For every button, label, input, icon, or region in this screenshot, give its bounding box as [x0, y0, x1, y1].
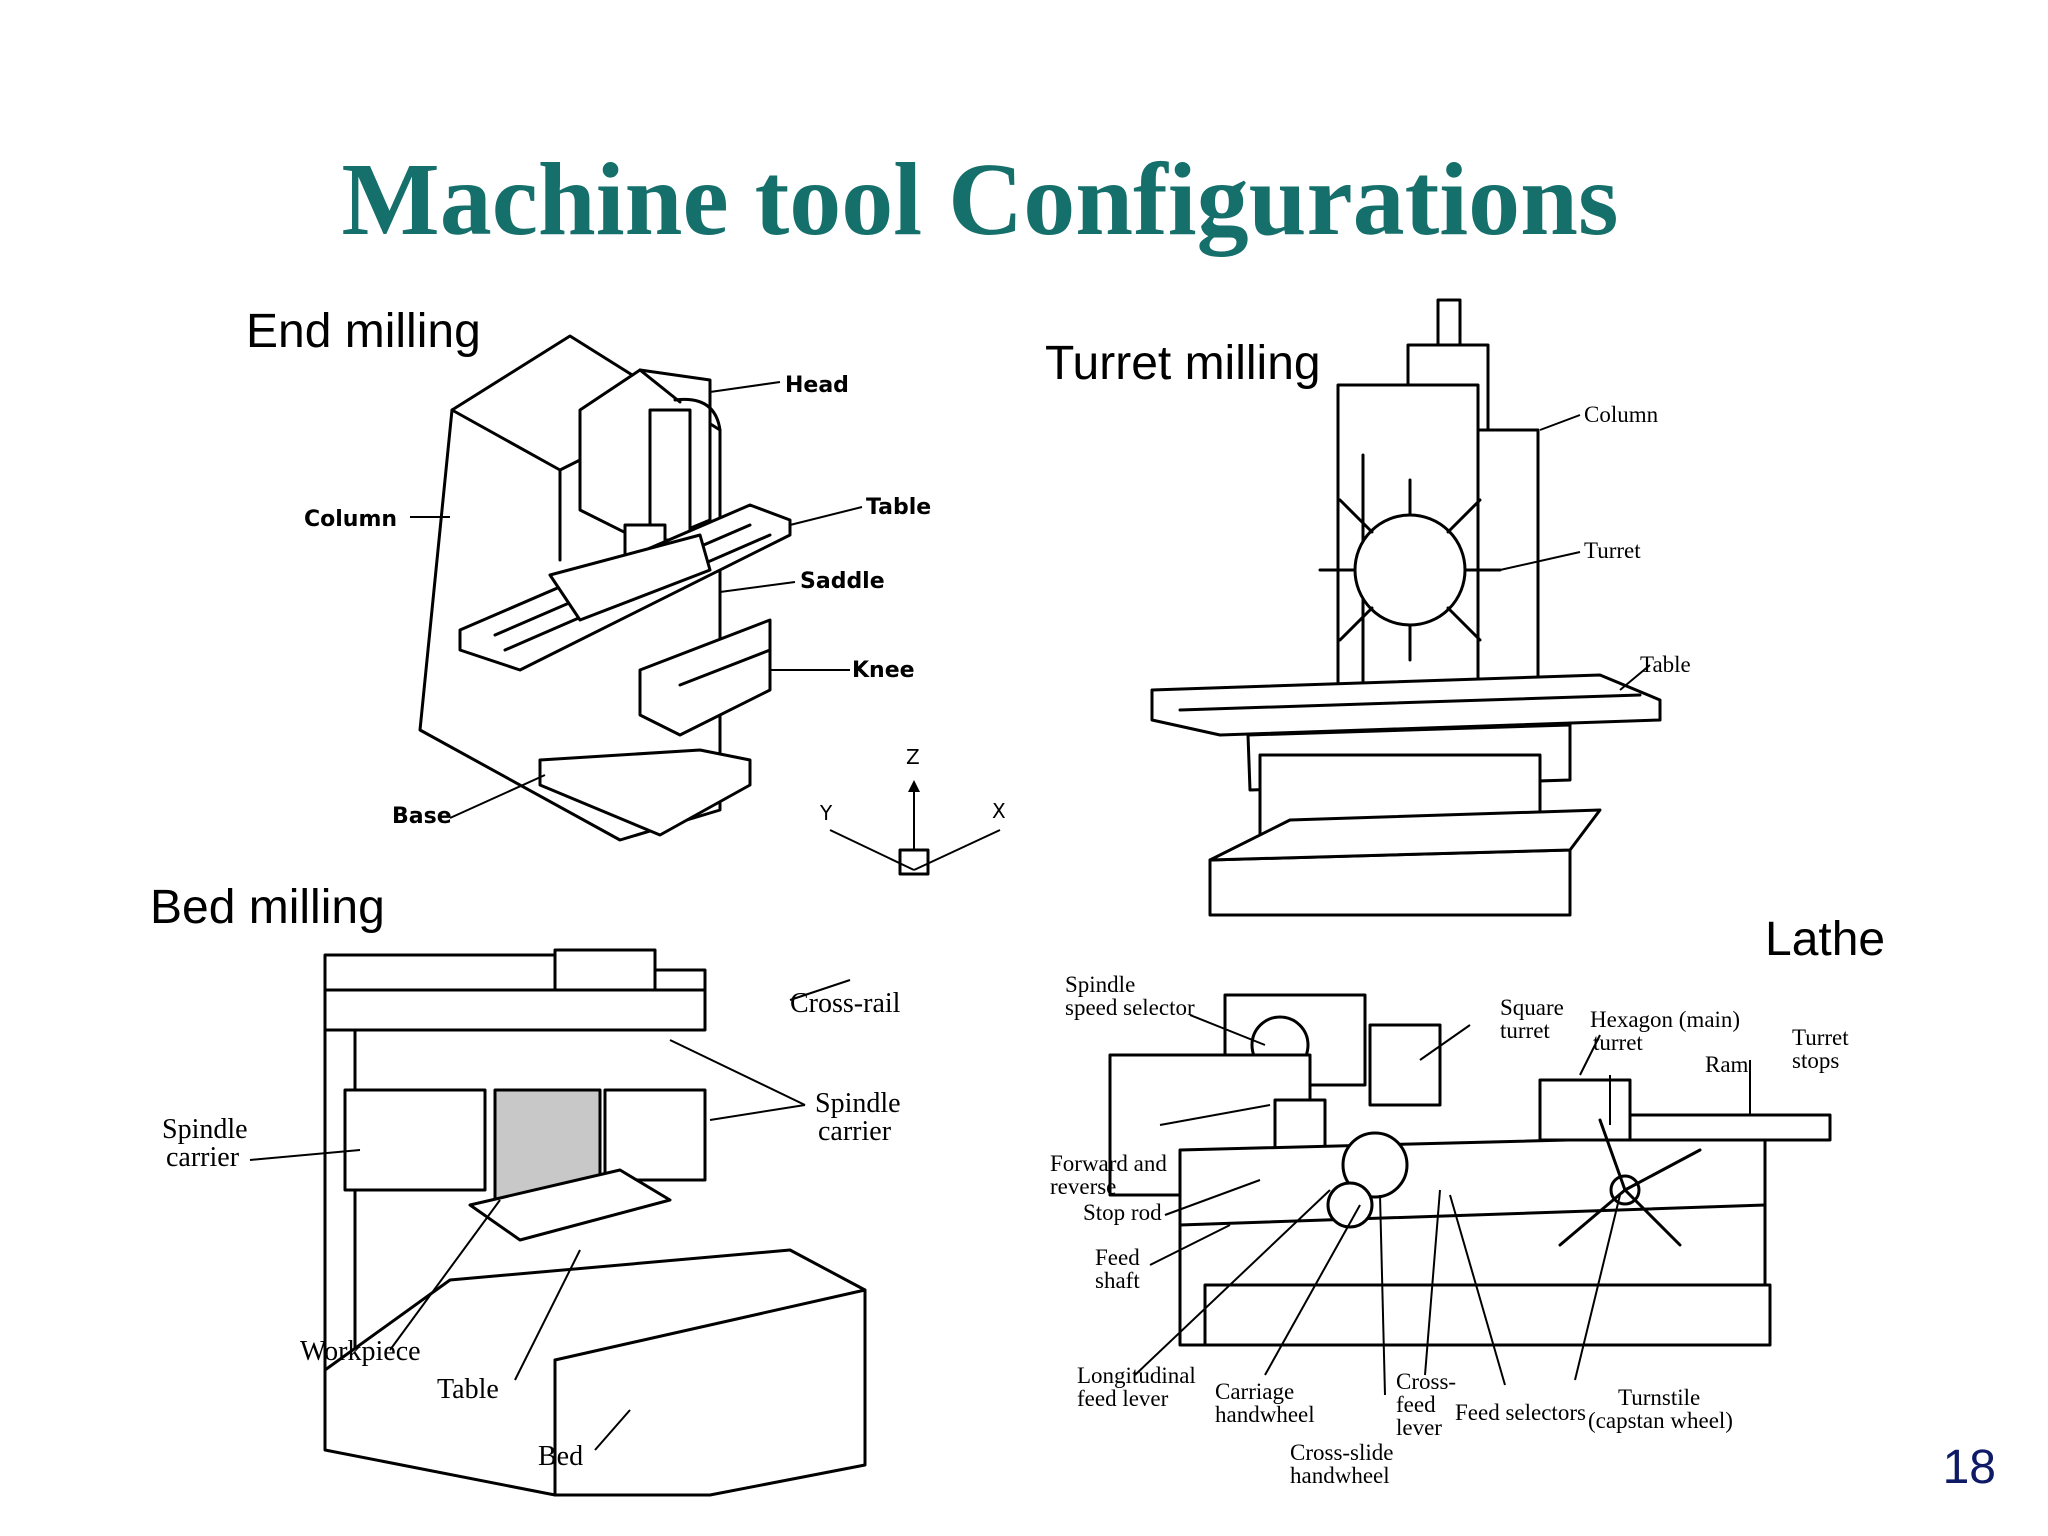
bed-milling-label: Bed milling [150, 881, 385, 934]
lathe-cross-feed-lever-label-3: lever [1396, 1415, 1442, 1440]
lathe-diagram: Spindle speed selector Square turret Hex… [1050, 972, 1849, 1488]
lathe-cross-feed-lever-label-1: Cross- [1396, 1369, 1456, 1394]
bed-milling-bed-label: Bed [538, 1441, 583, 1472]
lathe-label: Lathe [1765, 913, 1886, 966]
lathe-ram-label: Ram [1705, 1052, 1749, 1077]
bed-milling-workpiece-label: Workpiece [300, 1336, 421, 1367]
lathe-spindle-speed-selector-label-2: speed selector [1065, 995, 1195, 1020]
end-milling-label: End milling [246, 305, 481, 358]
lathe-carriage-handwheel-label-1: Carriage [1215, 1379, 1294, 1404]
lathe-forward-reverse-label-1: Forward and [1050, 1151, 1167, 1176]
end-milling-base [538, 748, 752, 837]
lathe-square-turret-label-2: turret [1500, 1018, 1550, 1043]
lathe-turnstile-label-1: Turnstile [1618, 1385, 1700, 1410]
end-milling-column-label: Column [304, 507, 397, 532]
bed-milling-spindle-carriers [343, 1088, 707, 1202]
lathe-longitudinal-feed-lever-label-2: feed lever [1077, 1386, 1169, 1411]
end-milling-diagram: Head Column Table Saddle Knee Base Z Y X [304, 334, 1006, 876]
lathe-turnstile-label-2: (capstan wheel) [1588, 1408, 1733, 1433]
lathe-carriage-handwheel [1326, 1131, 1409, 1229]
bed-milling-spindle-carrier-left-label-2: carrier [166, 1142, 240, 1173]
turret-milling-turret [1318, 478, 1502, 662]
lathe-feed-selectors-label: Feed selectors [1455, 1400, 1586, 1425]
lathe-feed-shaft-label-1: Feed [1095, 1245, 1140, 1270]
axis-x-label: X [992, 799, 1006, 823]
lathe-hexagon-turret-label-2: turret [1593, 1030, 1643, 1055]
lathe-cross-slide-handwheel-label-1: Cross-slide [1290, 1440, 1394, 1465]
lathe-bed [1178, 1133, 1772, 1347]
end-milling-knee [638, 618, 772, 737]
lathe-carriage-handwheel-label-2: handwheel [1215, 1402, 1315, 1427]
lathe-hexagon-turret [1538, 1078, 1832, 1142]
lathe-hexagon-turret-label-1: Hexagon (main) [1590, 1007, 1740, 1032]
page-number: 18 [1942, 1441, 1996, 1494]
end-milling-saddle-label: Saddle [800, 569, 885, 594]
lathe-cross-feed-lever-label-2: feed [1396, 1392, 1436, 1417]
turret-milling-turret-label: Turret [1584, 538, 1641, 563]
lathe-turret-stops-label-2: stops [1792, 1048, 1839, 1073]
bed-milling-spindle-carrier-right-label-2: carrier [818, 1116, 892, 1147]
slide-title: Machine tool Configurations [341, 142, 1619, 257]
lathe-turnstile [1558, 1118, 1702, 1247]
lathe-feed-shaft-label-2: shaft [1095, 1268, 1140, 1293]
turret-milling-column-label: Column [1584, 402, 1659, 427]
lathe-stop-rod-label: Stop rod [1083, 1200, 1162, 1225]
bed-milling-spindle-carrier-left-label-1: Spindle [162, 1114, 248, 1145]
lathe-turret-stops-label-1: Turret [1792, 1025, 1849, 1050]
end-milling-saddle [548, 533, 712, 622]
end-milling-head-label: Head [785, 373, 849, 398]
bed-milling-diagram: Cross-rail Spindle carrier Spindle carri… [162, 948, 901, 1497]
end-milling-axes [829, 780, 1001, 876]
axis-z-label: Z [906, 745, 920, 769]
lathe-square-turret-label-1: Square [1500, 995, 1564, 1020]
end-milling-base-label: Base [392, 804, 452, 829]
lathe-cross-slide-handwheel-label-2: handwheel [1290, 1463, 1390, 1488]
lathe-spindle-speed-selector-label-1: Spindle [1065, 972, 1135, 997]
bed-milling-bed [323, 1248, 867, 1497]
axis-y-label: Y [819, 801, 833, 825]
turret-milling-label: Turret milling [1045, 337, 1321, 390]
turret-milling-diagram: Column Turret Table [1150, 298, 1691, 917]
bed-milling-spindle-carrier-right-label-1: Spindle [815, 1088, 901, 1119]
turret-milling-base [1208, 808, 1602, 917]
bed-milling-table-label: Table [437, 1374, 499, 1405]
turret-milling-table [1150, 673, 1662, 737]
end-milling-knee-label: Knee [852, 658, 915, 683]
bed-milling-table [468, 1168, 672, 1242]
turret-milling-table-label: Table [1640, 652, 1691, 677]
lathe-longitudinal-feed-lever-label-1: Longitudinal [1077, 1363, 1196, 1388]
bed-milling-cross-rail-label: Cross-rail [790, 988, 901, 1019]
end-milling-table-label: Table [866, 495, 931, 520]
turret-milling-column [1336, 298, 1540, 712]
lathe-square-turret [1368, 1023, 1442, 1107]
lathe-forward-reverse-label-2: reverse [1050, 1174, 1116, 1199]
